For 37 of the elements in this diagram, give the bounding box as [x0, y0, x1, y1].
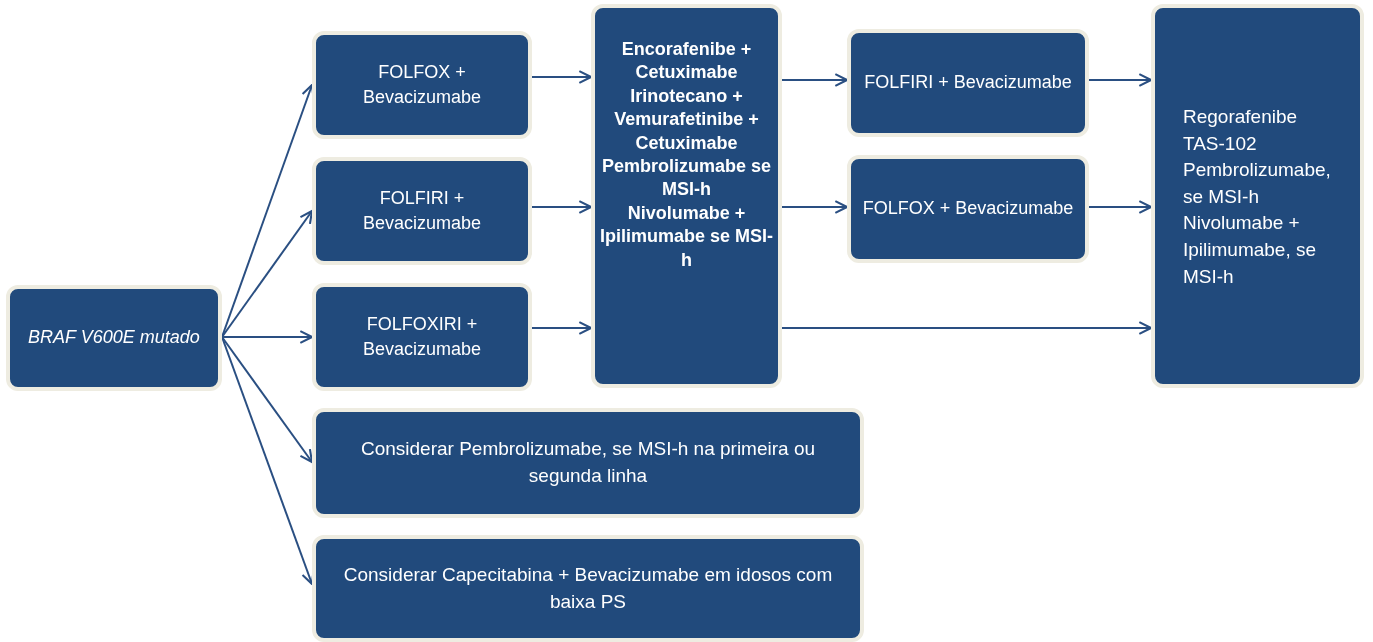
arrow — [1088, 200, 1153, 214]
process-box — [847, 29, 1089, 137]
process-box — [1151, 4, 1364, 388]
arrow — [781, 321, 1153, 335]
process-box — [312, 535, 864, 642]
arrow — [531, 200, 593, 214]
process-box — [312, 157, 532, 265]
arrow — [531, 70, 593, 84]
box-text: Irinotecano + Vemurafetinibe + Cetuximabe — [613, 84, 760, 155]
box-text: FOLFIRI + Bevacizumabe — [864, 71, 1072, 95]
box-text: FOLFOX + Bevacizumabe — [862, 197, 1074, 221]
process-box — [847, 155, 1089, 263]
box-text: Considerar Capecitabina + Bevacizumabe em idosos com baixa PS — [342, 562, 834, 614]
box-text: Pembrolizumabe, se MSI-h — [1183, 158, 1332, 209]
box-text: FOLFOXIRI + Bevacizumabe — [361, 312, 483, 361]
box-text: FOLFOX + Bevacizumabe — [361, 60, 483, 109]
box-text: Encorafenibe + Cetuximabe — [620, 38, 753, 85]
box-text: Considerar Pembrolizumabe, se MSI-h na primeira ou segunda linha — [359, 437, 817, 488]
box-text: BRAF V600E mutado — [28, 326, 200, 350]
process-box — [312, 31, 532, 139]
box-text: FOLFIRI + Bevacizumabe — [361, 186, 483, 235]
box-text: Nivolumabe + Ipilimumabe se MSI-h — [599, 201, 774, 272]
process-box — [312, 408, 864, 518]
box-text: Nivolumabe + Ipilimumabe, se MSI-h — [1183, 211, 1318, 289]
process-box — [591, 4, 782, 388]
process-box — [6, 285, 222, 391]
box-text: Regorafenibe — [1183, 105, 1298, 129]
arrow — [221, 336, 314, 464]
process-box — [312, 283, 532, 391]
arrow — [1088, 73, 1153, 87]
arrow — [531, 321, 593, 335]
arrow — [781, 73, 849, 87]
arrow — [221, 330, 314, 344]
arrow — [781, 200, 849, 214]
arrow — [221, 209, 314, 338]
box-text: TAS-102 — [1183, 131, 1257, 156]
box-text: Pembrolizumabe se MSI-h — [600, 154, 773, 202]
